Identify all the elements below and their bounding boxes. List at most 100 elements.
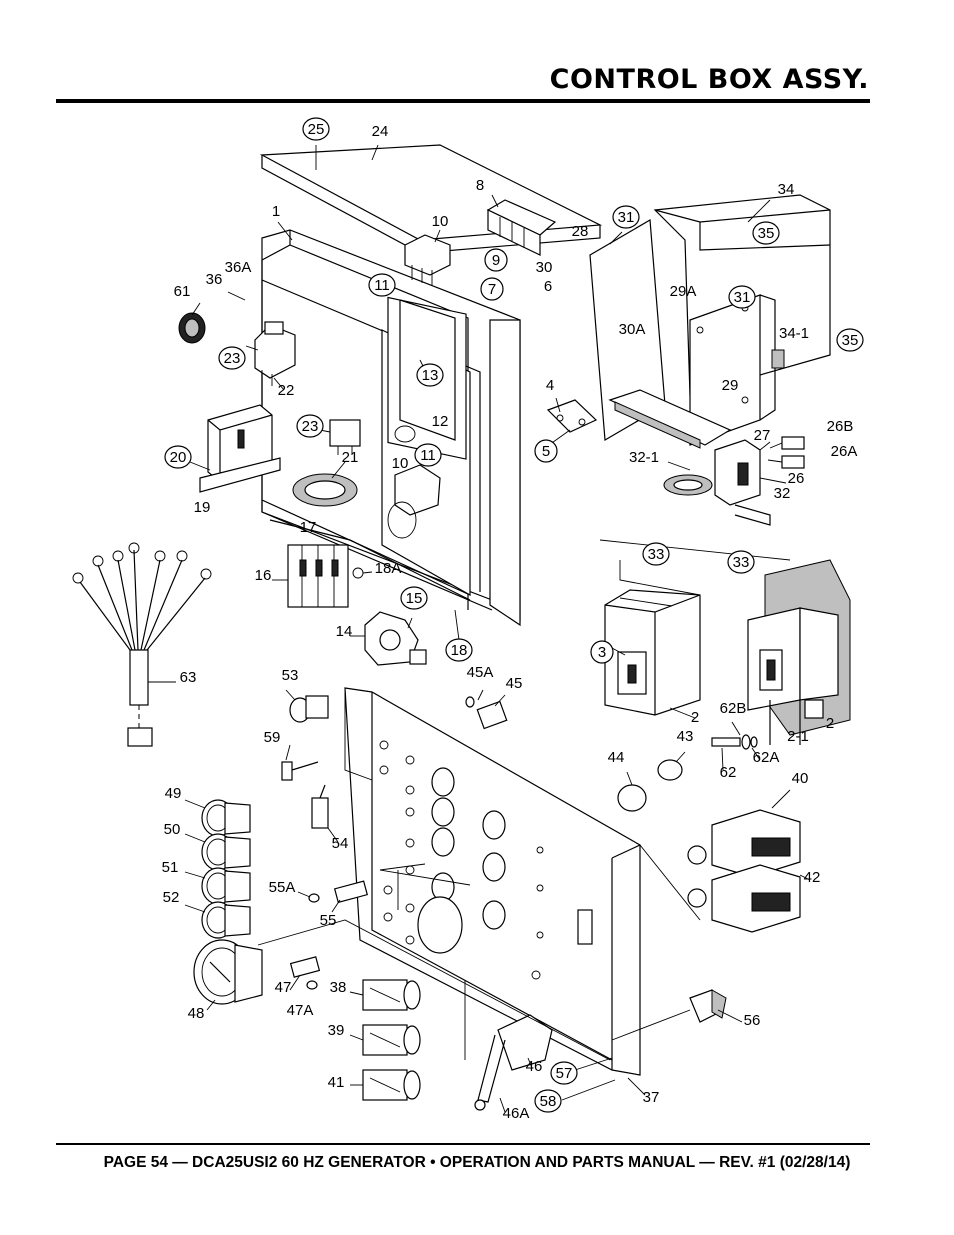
callout-63: 63	[180, 669, 197, 686]
callout-14: 14	[336, 623, 353, 640]
callout-text: 37	[643, 1089, 660, 1106]
callout-46a: 46A	[503, 1105, 530, 1122]
callout-51: 51	[162, 859, 179, 876]
terminal-strip-part	[608, 389, 732, 496]
callout-33: 33	[642, 542, 670, 566]
callout-text: 54	[332, 835, 349, 852]
callout-23: 23	[218, 346, 246, 370]
callout-circle	[218, 346, 246, 370]
callout-text: 9	[492, 252, 500, 269]
callout-62a: 62A	[753, 749, 780, 766]
callout-text: 43	[677, 728, 694, 745]
callout-38: 38	[330, 979, 347, 996]
callout-text: 50	[164, 821, 181, 838]
callout-text: 31	[734, 289, 751, 306]
callout-58: 58	[534, 1089, 562, 1113]
callout-text: 30	[536, 259, 553, 276]
callout-34: 34	[778, 181, 795, 198]
callout-text: 13	[422, 367, 439, 384]
transformer-part	[199, 404, 281, 493]
callout-circle	[445, 638, 473, 662]
callout-26a: 26A	[831, 443, 858, 460]
callout-text: 16	[255, 567, 272, 584]
callout-text: 24	[372, 123, 389, 140]
callout-37: 37	[643, 1089, 660, 1106]
callout-15: 15	[400, 586, 428, 610]
callout-32: 32	[774, 485, 791, 502]
callout-circle	[836, 328, 864, 352]
callout-36: 36	[206, 271, 223, 288]
callout-text: 33	[733, 554, 750, 571]
callout-text: 29A	[670, 283, 697, 300]
terminal-block-part	[486, 199, 557, 256]
callout-7: 7	[480, 277, 504, 301]
callout-text: 48	[188, 1005, 205, 1022]
callout-53: 53	[282, 667, 299, 684]
callout-text: 47	[275, 979, 292, 996]
callout-2-1: 2-1	[787, 728, 809, 745]
callout-text: 1	[272, 203, 280, 220]
callout-35: 35	[836, 328, 864, 352]
callout-10: 10	[392, 455, 409, 472]
callout-circle	[534, 439, 558, 463]
gauge-meters-part	[193, 799, 263, 1005]
relay-23-part	[329, 419, 361, 455]
callout-text: 29	[722, 377, 739, 394]
callout-text: 17	[300, 519, 317, 536]
callout-25: 25	[302, 117, 330, 141]
callout-circle	[550, 1061, 578, 1085]
callout-23: 23	[296, 414, 324, 438]
callout-text: 23	[302, 418, 319, 435]
callout-26b: 26B	[827, 418, 854, 435]
callout-19: 19	[194, 499, 211, 516]
callout-24: 24	[372, 123, 389, 140]
callout-55: 55	[320, 912, 337, 929]
callout-61: 61	[174, 283, 191, 300]
callout-21: 21	[342, 449, 359, 466]
callout-text: 34	[778, 181, 795, 198]
callout-circle	[590, 640, 614, 664]
callout-13: 13	[416, 363, 444, 387]
callout-46: 46	[526, 1058, 543, 1075]
callout-text: 7	[488, 281, 496, 298]
explode-lines	[257, 539, 791, 1061]
screw-part	[281, 761, 319, 781]
callout-2: 2	[826, 715, 834, 732]
callout-text: 10	[392, 455, 409, 472]
breaker-assembly-part	[747, 559, 851, 745]
callout-30a: 30A	[619, 321, 646, 338]
callout-text: 55A	[269, 879, 296, 896]
callout-text: 11	[374, 277, 390, 294]
callout-text: 63	[180, 669, 197, 686]
callout-29: 29	[722, 377, 739, 394]
callout-45a: 45A	[467, 664, 494, 681]
callout-circle	[642, 542, 670, 566]
callout-text: 8	[476, 177, 484, 194]
callout-56: 56	[744, 1012, 761, 1029]
callout-text: 6	[544, 278, 552, 295]
callout-text: 51	[162, 859, 179, 876]
callout-text: 57	[556, 1065, 573, 1082]
callout-22: 22	[278, 382, 295, 399]
callout-circle	[612, 205, 640, 229]
callout-43: 43	[677, 728, 694, 745]
callout-text: 35	[758, 225, 775, 242]
callout-text: 46A	[503, 1105, 530, 1122]
callout-48: 48	[188, 1005, 205, 1022]
fuse-holder-part	[546, 399, 598, 433]
callout-text: 34-1	[779, 325, 809, 342]
callout-1: 1	[272, 203, 280, 220]
circuit-breaker-part	[604, 589, 701, 716]
callout-17: 17	[300, 519, 317, 536]
callout-text: 3	[598, 644, 606, 661]
callout-49: 49	[165, 785, 182, 802]
callout-57: 57	[550, 1061, 578, 1085]
callout-text: 27	[754, 427, 771, 444]
callout-text: 10	[432, 213, 449, 230]
main-box-frame-part	[261, 229, 521, 627]
callout-5: 5	[534, 439, 558, 463]
lamp-socket-part	[289, 696, 508, 990]
page-title: CONTROL BOX ASSY.	[549, 64, 869, 95]
callout-text: 25	[308, 121, 325, 138]
callout-4: 4	[546, 377, 554, 394]
